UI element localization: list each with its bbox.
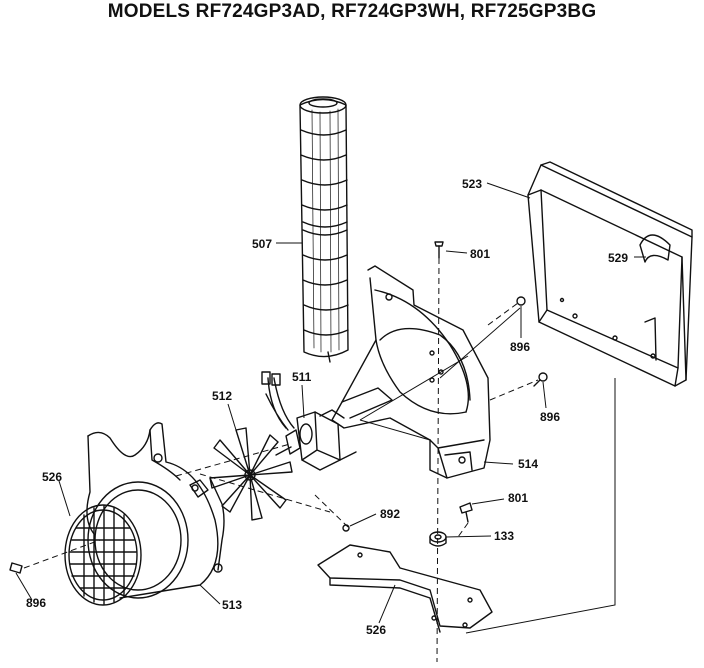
motor-bracket-514 [331, 265, 491, 479]
grille-526 [64, 504, 142, 606]
label-526-grille: 526 [42, 470, 62, 484]
label-801-top: 801 [470, 247, 490, 261]
label-133: 133 [494, 529, 514, 543]
screw-801-top [434, 241, 444, 259]
label-529: 529 [608, 251, 628, 265]
reference-lines [359, 307, 616, 634]
label-512: 512 [212, 389, 232, 403]
label-514: 514 [518, 457, 538, 471]
label-513: 513 [222, 598, 242, 612]
motor-511 [261, 371, 357, 471]
label-896-b: 896 [540, 410, 560, 424]
screw-801-mid [459, 502, 473, 523]
label-507: 507 [252, 237, 272, 251]
label-523: 523 [462, 177, 482, 191]
screw-896-c [9, 562, 23, 574]
screw-896-b [533, 372, 548, 387]
blower-wheel-507 [299, 96, 349, 363]
label-801-mid: 801 [508, 491, 528, 505]
fan-blade-512 [209, 427, 293, 521]
housing-panel-523 [527, 161, 693, 387]
alignment-lines [23, 257, 539, 663]
label-892: 892 [380, 507, 400, 521]
diagram-title: MODELS RF724GP3AD, RF724GP3WH, RF725GP3B… [107, 1, 597, 22]
label-896-a: 896 [510, 340, 530, 354]
label-526-plate: 526 [366, 623, 386, 637]
leader-lines [15, 182, 646, 624]
label-511: 511 [292, 370, 312, 384]
washer-896-a [516, 296, 526, 306]
mounting-plate [317, 544, 493, 633]
label-896-c: 896 [26, 596, 46, 610]
nut-892 [342, 524, 350, 532]
